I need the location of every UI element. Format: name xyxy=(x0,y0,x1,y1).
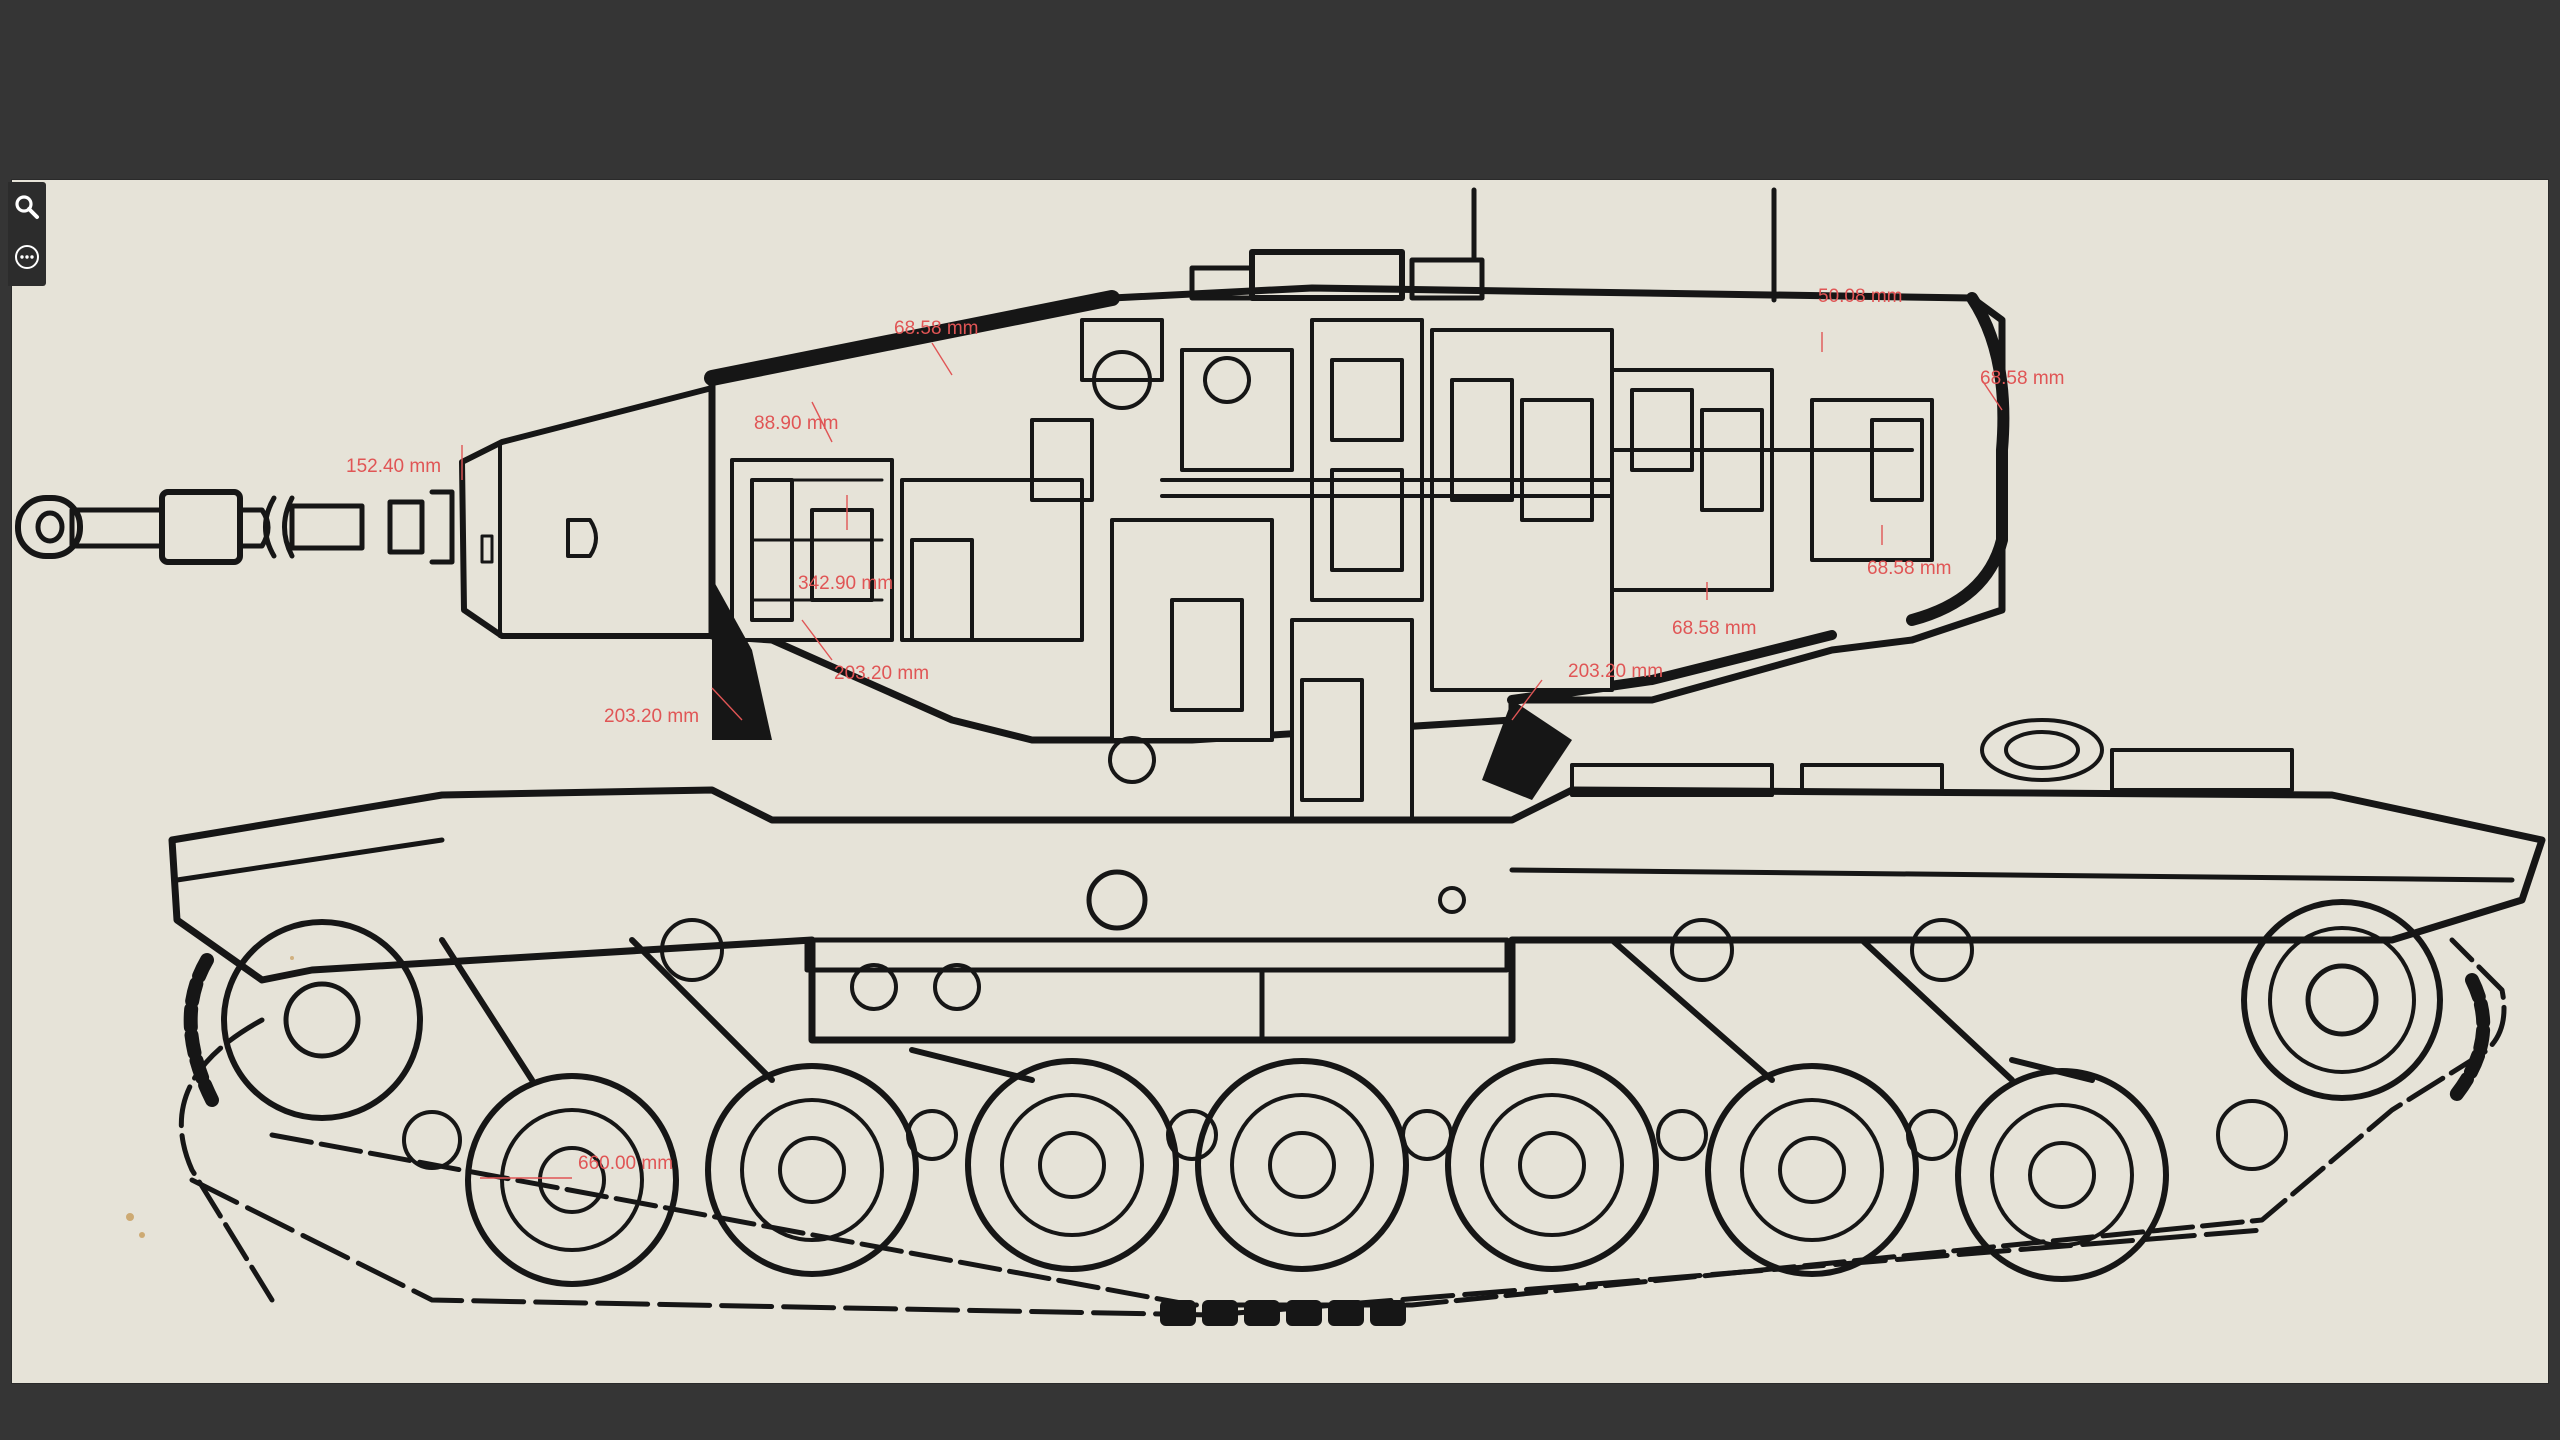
dim-leader-1 xyxy=(931,342,953,376)
dim-leader-9 xyxy=(801,619,833,661)
dim-label-1: 68.58 mm xyxy=(894,318,978,339)
dim-leader-4 xyxy=(811,401,833,443)
gun-barrel xyxy=(15,385,715,639)
zoom-button[interactable] xyxy=(8,182,46,232)
dimension-annotations: 68.58 mm 50.08 mm 68.58 mm 88.90 mm 152.… xyxy=(346,286,2064,1179)
running-gear xyxy=(178,899,2507,1326)
hull xyxy=(168,718,2546,1044)
tank-cutaway-image[interactable]: 68.58 mm 50.08 mm 68.58 mm 88.90 mm 152.… xyxy=(12,180,2548,1383)
more-options-icon xyxy=(15,245,39,269)
dim-leader-10 xyxy=(711,687,743,721)
dim-label-2: 50.08 mm xyxy=(1818,286,1902,307)
more-options-button[interactable] xyxy=(8,232,46,282)
viewer-toolbar xyxy=(8,182,46,286)
turret xyxy=(704,187,2010,822)
dim-label-5: 152.40 mm xyxy=(346,456,441,477)
dim-leader-3 xyxy=(1981,379,2003,411)
tank-cutaway-drawing: 68.58 mm 50.08 mm 68.58 mm 88.90 mm 152.… xyxy=(15,187,2546,1326)
dim-label-6: 342.90 mm xyxy=(798,573,893,594)
dim-label-11: 203.20 mm xyxy=(1568,661,1663,682)
dim-label-12: 660.00 mm xyxy=(578,1153,673,1174)
magnifier-icon xyxy=(15,195,39,219)
dim-label-7: 68.58 mm xyxy=(1867,558,1951,579)
dim-label-4: 88.90 mm xyxy=(754,413,838,434)
dim-label-9: 203.20 mm xyxy=(834,663,929,684)
dim-label-3: 68.58 mm xyxy=(1980,368,2064,389)
dim-label-8: 68.58 mm xyxy=(1672,618,1756,639)
dim-leader-11 xyxy=(1511,679,1543,721)
dim-label-10: 203.20 mm xyxy=(604,706,699,727)
